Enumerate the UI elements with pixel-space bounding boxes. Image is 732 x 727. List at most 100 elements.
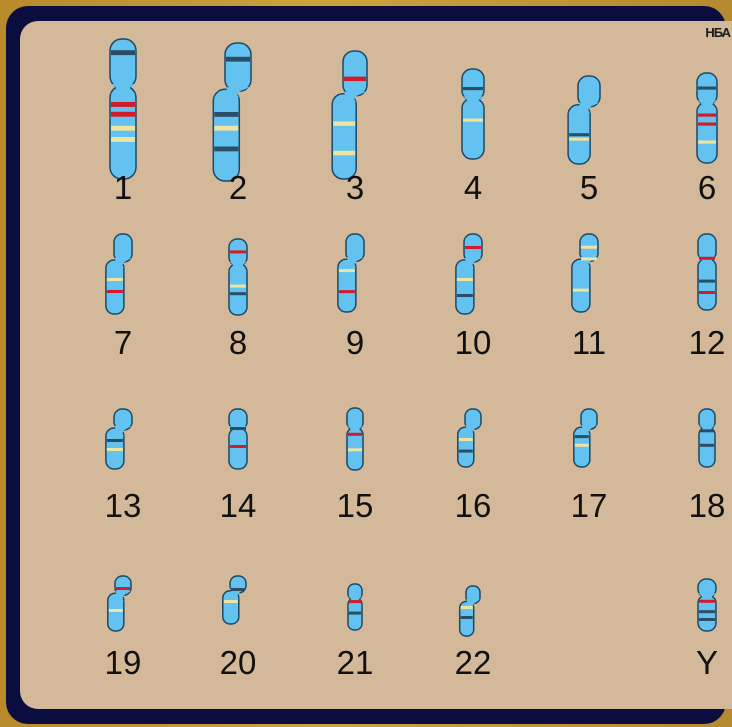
chromosome-shape (68, 576, 178, 641)
chromosome-band (459, 438, 473, 441)
chromosome-band (699, 291, 715, 294)
chromosome-shape (68, 409, 178, 479)
chromosome-shape (418, 586, 528, 646)
chromosome-band (111, 50, 135, 55)
chromosome-arm-p (114, 234, 132, 262)
chromosome-band (457, 294, 473, 297)
chromosome-band (698, 123, 716, 126)
chromosome-label: 18 (652, 489, 732, 522)
chromosome-band (111, 126, 135, 131)
chromosome-band (107, 439, 123, 442)
chromosome-band (699, 600, 715, 603)
chromosome-band (230, 427, 246, 430)
chromosome-shape (300, 234, 410, 322)
chromosome-label: 9 (300, 326, 410, 359)
chromosome-band (107, 290, 123, 293)
chromosome-band (107, 448, 123, 451)
chromosome-shape (534, 409, 644, 477)
chromosome-band (230, 292, 246, 295)
chromosome-band (107, 278, 123, 281)
chromosome-band (699, 610, 715, 613)
chromosome-band (339, 269, 355, 272)
chromosome-shape (68, 39, 178, 189)
corner-tag: HБА (705, 25, 730, 40)
chromosome-label: 17 (534, 489, 644, 522)
chromosome-label: 21 (300, 646, 410, 679)
chromosome-shape (534, 76, 644, 174)
chromosome-band (575, 444, 589, 447)
chromosome-band (463, 119, 483, 122)
chromosome-label: 3 (300, 171, 410, 204)
chromosome-band (111, 137, 135, 142)
chromosome-shape (300, 584, 410, 640)
chromosome-band (698, 87, 716, 90)
chromosome-band (230, 250, 246, 253)
chromosome-label: 15 (300, 489, 410, 522)
chromosome-arm-q (456, 260, 474, 314)
chromosome-label: 11 (534, 326, 644, 359)
chromosome-arm-p (578, 76, 600, 107)
chromosome-shape (418, 234, 528, 324)
chromosome-band (230, 285, 246, 288)
chromosome-arm-q (213, 89, 239, 181)
chromosome-band (349, 600, 361, 603)
chromosome-label: 10 (418, 326, 528, 359)
chromosome-label: Y (652, 646, 732, 679)
chromosome-label: 22 (418, 646, 528, 679)
chromosome-arm-p (225, 43, 251, 91)
chromosome-band (575, 435, 589, 438)
chromosome-band (465, 246, 481, 249)
chromosome-band (699, 280, 715, 283)
chromosome-arm-q (697, 103, 717, 164)
chromosome-band (569, 138, 589, 141)
chromosome-band (569, 133, 589, 136)
chromosome-band (698, 114, 716, 117)
chromosome-band (581, 257, 597, 260)
chromosome-shape (652, 73, 732, 173)
chromosome-band (348, 433, 362, 436)
chromosome-label: 8 (183, 326, 293, 359)
chromosome-label: 14 (183, 489, 293, 522)
chromosome-shape (652, 409, 732, 477)
chromosome-shape (652, 234, 732, 320)
chromosome-shape (68, 234, 178, 324)
chromosome-label: 12 (652, 326, 732, 359)
chromosome-band (699, 257, 715, 260)
chromosome-arm-q (106, 260, 124, 314)
chromosome-band (698, 141, 716, 144)
chromosome-label: 1 (68, 171, 178, 204)
chromosome-arm-p (462, 69, 484, 101)
chromosome-band (344, 77, 366, 81)
chromosome-band (349, 612, 361, 615)
chromosome-band (339, 290, 355, 293)
chromosome-shape (183, 409, 293, 479)
chromosome-label: 2 (183, 171, 293, 204)
chromosome-shape (418, 69, 528, 169)
chromosome-arm-p (343, 51, 367, 96)
chromosome-label: 13 (68, 489, 178, 522)
chromosome-arm-q (332, 94, 356, 179)
chromosome-band (111, 102, 135, 107)
chromosome-label: 16 (418, 489, 528, 522)
chromosome-shape (183, 576, 293, 634)
chromosome-band (111, 112, 135, 117)
chromosome-label: 19 (68, 646, 178, 679)
chromosome-band (230, 445, 246, 448)
chromosome-band (700, 429, 714, 432)
chromosome-band (461, 606, 473, 609)
chromosome-band (461, 616, 473, 619)
chromosome-band (348, 448, 362, 451)
chromosome-band (581, 246, 597, 249)
chromosome-band (224, 600, 238, 603)
chromosome-band (700, 444, 714, 447)
chromosome-label: 7 (68, 326, 178, 359)
chromosome-shape (534, 234, 644, 322)
chromosome-shape (300, 408, 410, 480)
chromosome-band (457, 278, 473, 281)
chromosome-shape (418, 409, 528, 477)
chromosome-band (699, 618, 715, 621)
chromosome-band (109, 609, 123, 612)
chromosome-band (573, 289, 589, 292)
chromosome-band (214, 112, 238, 117)
